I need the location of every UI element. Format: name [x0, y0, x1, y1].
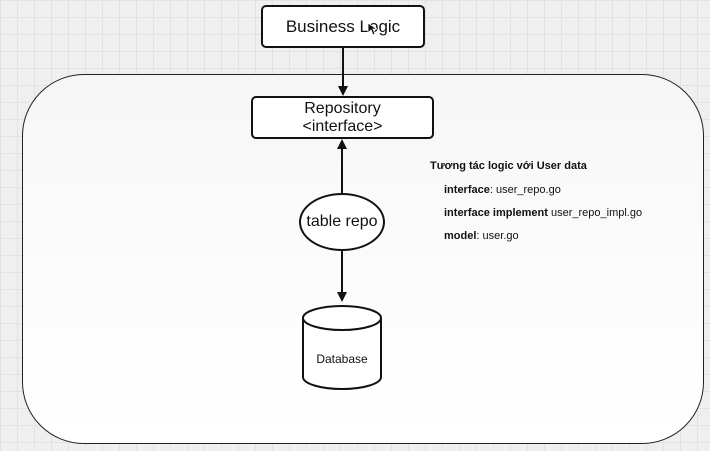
repository-interface-label: <interface> — [302, 117, 383, 135]
database-label: Database — [316, 352, 368, 366]
repository-interface-box: Repository <interface> — [251, 96, 434, 139]
note-key: interface — [444, 184, 490, 196]
note-value: user.go — [482, 230, 519, 242]
business-logic-label: Business Logic — [285, 16, 401, 36]
note-sep: : — [489, 184, 496, 196]
business-logic-box: Business Logic — [261, 5, 425, 48]
note-interface-implement: interface implement user_repo_impl.go — [444, 207, 642, 219]
table-repo-label: table repo — [306, 213, 378, 230]
table-repo-ellipse: table repo — [299, 193, 385, 251]
note-key: model — [444, 230, 477, 242]
repository-label: Repository — [304, 99, 381, 117]
note-interface: interface: user_repo.go — [444, 184, 561, 196]
note-model: model: user.go — [444, 230, 519, 242]
database-cylinder-shape — [302, 305, 382, 390]
note-sep: : — [476, 230, 483, 242]
note-key: interface implement — [444, 207, 548, 219]
note-value: user_repo.go — [495, 184, 561, 196]
mouse-cursor-icon — [367, 22, 377, 36]
note-value: user_repo_impl.go — [550, 207, 643, 219]
notes-title: Tương tác logic với User data — [430, 160, 587, 172]
